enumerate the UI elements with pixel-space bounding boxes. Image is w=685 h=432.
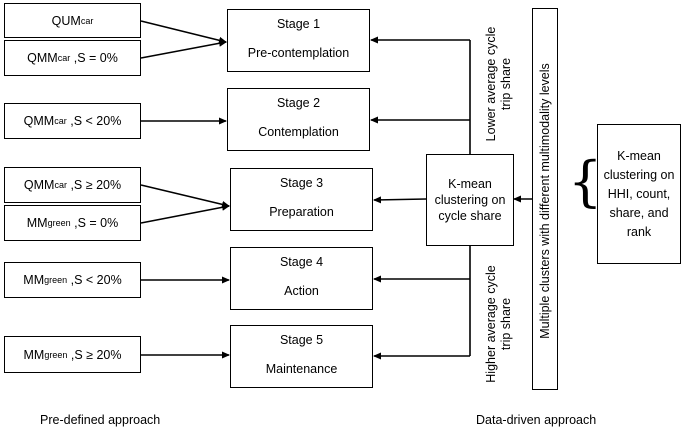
input-cond: ,S < 20%	[70, 114, 122, 128]
input-cond: ,S = 0%	[74, 216, 119, 230]
stage-number: Stage 1	[276, 17, 321, 31]
stage-box-4: Stage 4 Action	[230, 247, 373, 310]
stage-name: Preparation	[269, 205, 334, 219]
input-base: QUM	[51, 13, 81, 28]
brace-icon: {	[568, 150, 603, 213]
higher-average-line2: trip share	[499, 297, 513, 351]
stage-box-1: Stage 1 Pre-contemplation	[227, 9, 370, 72]
kmean-cycle-box: K-mean clustering on cycle share	[426, 154, 514, 246]
footer-datadriven-approach: Data-driven approach	[476, 413, 597, 427]
input-cond: ,S < 20%	[70, 273, 122, 287]
input-sub: car	[54, 180, 67, 190]
clusters-box: Multiple clusters with different multimo…	[532, 8, 558, 390]
stage-number: Stage 3	[279, 176, 324, 190]
kmean-hhi-text: K-mean clustering on HHI, count, share, …	[603, 148, 675, 239]
kmean-hhi-box: K-mean clustering on HHI, count, share, …	[597, 124, 681, 264]
input-base: QMM	[27, 51, 58, 65]
stage-box-3: Stage 3 Preparation	[230, 168, 373, 231]
lower-average-line2: trip share	[499, 57, 513, 111]
input-base: MM	[23, 273, 45, 287]
clusters-label: Multiple clusters with different multimo…	[538, 63, 552, 339]
input-cond: ,S ≥ 20%	[70, 347, 122, 362]
stage-number: Stage 4	[279, 255, 324, 269]
input-base: QMM	[23, 114, 55, 128]
lower-average-label: Lower average cycle trip share	[484, 19, 516, 149]
arrow-qum-car-stage1	[140, 20, 227, 44]
kmean-cycle-text: K-mean clustering on cycle share	[434, 177, 506, 223]
input-sub: car	[57, 53, 71, 63]
input-sub: green	[47, 218, 71, 228]
input-sub: car	[54, 116, 67, 126]
stage-name: Pre-contemplation	[247, 46, 350, 60]
arrow-kmean-stage3	[373, 196, 427, 204]
input-sub: green	[44, 349, 68, 360]
higher-average-line1: Higher average cycle	[484, 265, 498, 383]
stage-name: Maintenance	[265, 362, 338, 376]
input-cond: ,S ≥ 20%	[70, 178, 122, 192]
stage-name: Contemplation	[258, 125, 339, 139]
input-base: MM	[26, 216, 48, 230]
stage-number: Stage 2	[276, 96, 321, 110]
stage-name: Action	[284, 284, 319, 298]
lower-average-line1: Lower average cycle	[484, 26, 498, 142]
input-sub: green	[44, 275, 68, 285]
stage-box-2: Stage 2 Contemplation	[227, 88, 370, 151]
stage-box-5: Stage 5 Maintenance	[230, 325, 373, 388]
arrow-qmm-car-sge20-stage3	[140, 184, 230, 208]
input-base: QMM	[23, 178, 55, 192]
stage-number: Stage 5	[279, 333, 324, 347]
input-base: MM	[23, 347, 45, 362]
footer-predefined-approach: Pre-defined approach	[40, 413, 161, 427]
input-sub: car	[80, 15, 94, 26]
higher-average-label: Higher average cycle trip share	[484, 253, 516, 395]
input-cond: ,S = 0%	[73, 51, 118, 65]
arrow-qmm-car-s0-stage1	[140, 39, 227, 59]
arrow-mm-green-s0-stage3	[140, 203, 230, 224]
